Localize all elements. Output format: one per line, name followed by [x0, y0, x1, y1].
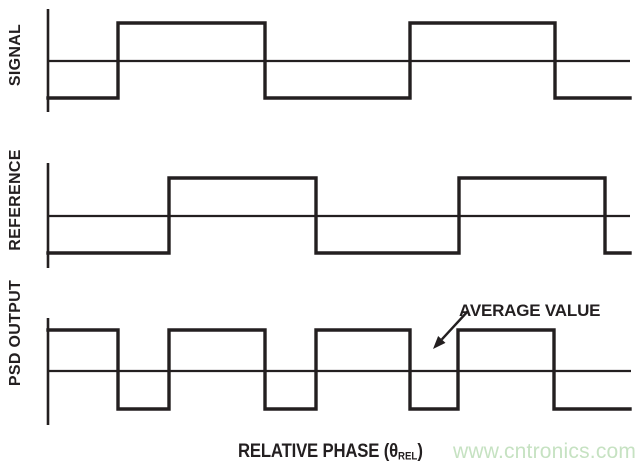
reference-axis-label: REFERENCE [7, 149, 24, 251]
relative-phase-axis-label: RELATIVE PHASE (θREL) [238, 441, 423, 463]
average-value-arrow-line [440, 310, 469, 341]
psd-output-waveform [46, 328, 632, 411]
average-value-label: AVERAGE VALUE [459, 301, 601, 320]
psd-output-axis-label: PSD OUTPUT [7, 279, 24, 387]
theta-subscript: REL [397, 450, 418, 463]
signal-axis-label: SIGNAL [7, 23, 24, 87]
signal-waveform [46, 21, 632, 100]
watermark-text: www.cntronics.com [453, 440, 637, 463]
theta-symbol: θ [389, 441, 398, 462]
x-axis-label-prefix: RELATIVE PHASE ( [238, 441, 390, 462]
average-value-arrowhead [433, 336, 446, 349]
x-axis-label-suffix: ) [417, 441, 423, 462]
reference-waveform [46, 176, 632, 255]
